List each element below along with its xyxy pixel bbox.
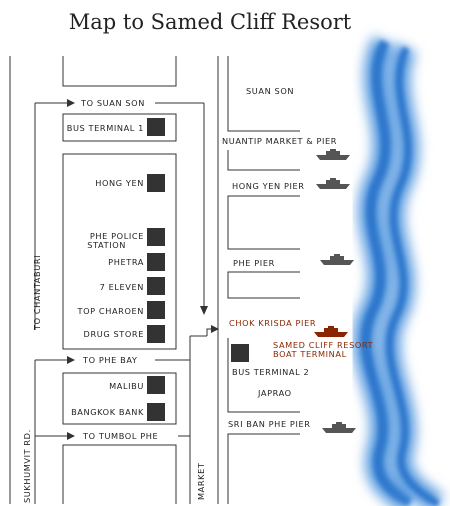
road-label-sukhumvit: SUKHUMVIT RD. <box>22 429 32 503</box>
place-label-malibu: MALIBU <box>109 381 144 391</box>
arrow-right-icon <box>67 432 75 440</box>
pier-label-hong-yen: HONG YEN PIER <box>232 181 305 191</box>
pier-label-sri-ban-phe: SRI BAN PHE PIER <box>228 419 311 429</box>
road-label-to-suan-son: TO SUAN SON <box>80 98 145 108</box>
pier-label-nuantip: NUANTIP MARKET & PIER <box>222 136 337 146</box>
road-network <box>9 56 300 504</box>
building-marker <box>147 118 165 136</box>
map-title: Map to Samed Cliff Resort <box>69 10 352 34</box>
place-label-bangkok-bank: BANGKOK BANK <box>71 407 144 417</box>
building-marker <box>147 301 165 319</box>
sea <box>352 36 450 506</box>
place-label-phetra: PHETRA <box>108 257 144 267</box>
building-markers <box>147 118 249 421</box>
road-label-market: MARKET <box>196 462 206 500</box>
road-label-to-phe-bay: TO PHE BAY <box>82 355 138 365</box>
arrow-right-icon <box>211 325 219 333</box>
road-label-to-chantaburi: TO CHANTABURI <box>32 255 42 331</box>
place-label-drug-store: DRUG STORE <box>84 329 144 339</box>
building-marker <box>147 325 165 343</box>
boat-icon <box>314 326 348 337</box>
pier-label-samed-cliff-2: BOAT TERMINAL <box>273 349 347 359</box>
building-marker <box>147 403 165 421</box>
boat-icon <box>320 254 354 265</box>
building-marker <box>147 228 165 246</box>
place-label-hong-yen: HONG YEN <box>95 178 144 188</box>
boat-icon <box>316 178 350 189</box>
arrow-down-icon <box>200 306 208 315</box>
building-marker <box>147 174 165 192</box>
arrow-right-icon <box>67 99 75 107</box>
pier-label-phe: PHE PIER <box>233 258 275 268</box>
building-marker <box>231 344 249 362</box>
road-label-to-tumbol-phe: TO TUMBOL PHE <box>82 431 158 441</box>
building-marker <box>147 277 165 295</box>
building-marker <box>147 253 165 271</box>
place-label-top-charoen: TOP CHAROEN <box>77 306 145 316</box>
boat-icon <box>316 149 350 160</box>
building-marker <box>147 376 165 394</box>
direction-arrows <box>67 99 219 440</box>
place-label-bus-terminal-2: BUS TERMINAL 2 <box>232 367 309 377</box>
pier-label-samed-cliff-1: SAMED CLIFF RESORT <box>273 340 374 350</box>
boat-icon <box>322 422 356 433</box>
place-label-japrao: JAPRAO <box>257 388 292 398</box>
boats <box>314 149 356 433</box>
place-label-7-eleven: 7 ELEVEN <box>100 282 144 292</box>
arrow-right-icon <box>67 356 75 364</box>
place-label-bus-terminal-1: BUS TERMINAL 1 <box>67 123 144 133</box>
place-label-phe-police-1: PHE POLICE <box>90 231 144 241</box>
pier-label-chok-krisda: CHOK KRISDA PIER <box>229 318 316 328</box>
place-label-suan-son: SUAN SON <box>246 86 294 96</box>
place-label-phe-police-2: STATION <box>87 240 126 250</box>
